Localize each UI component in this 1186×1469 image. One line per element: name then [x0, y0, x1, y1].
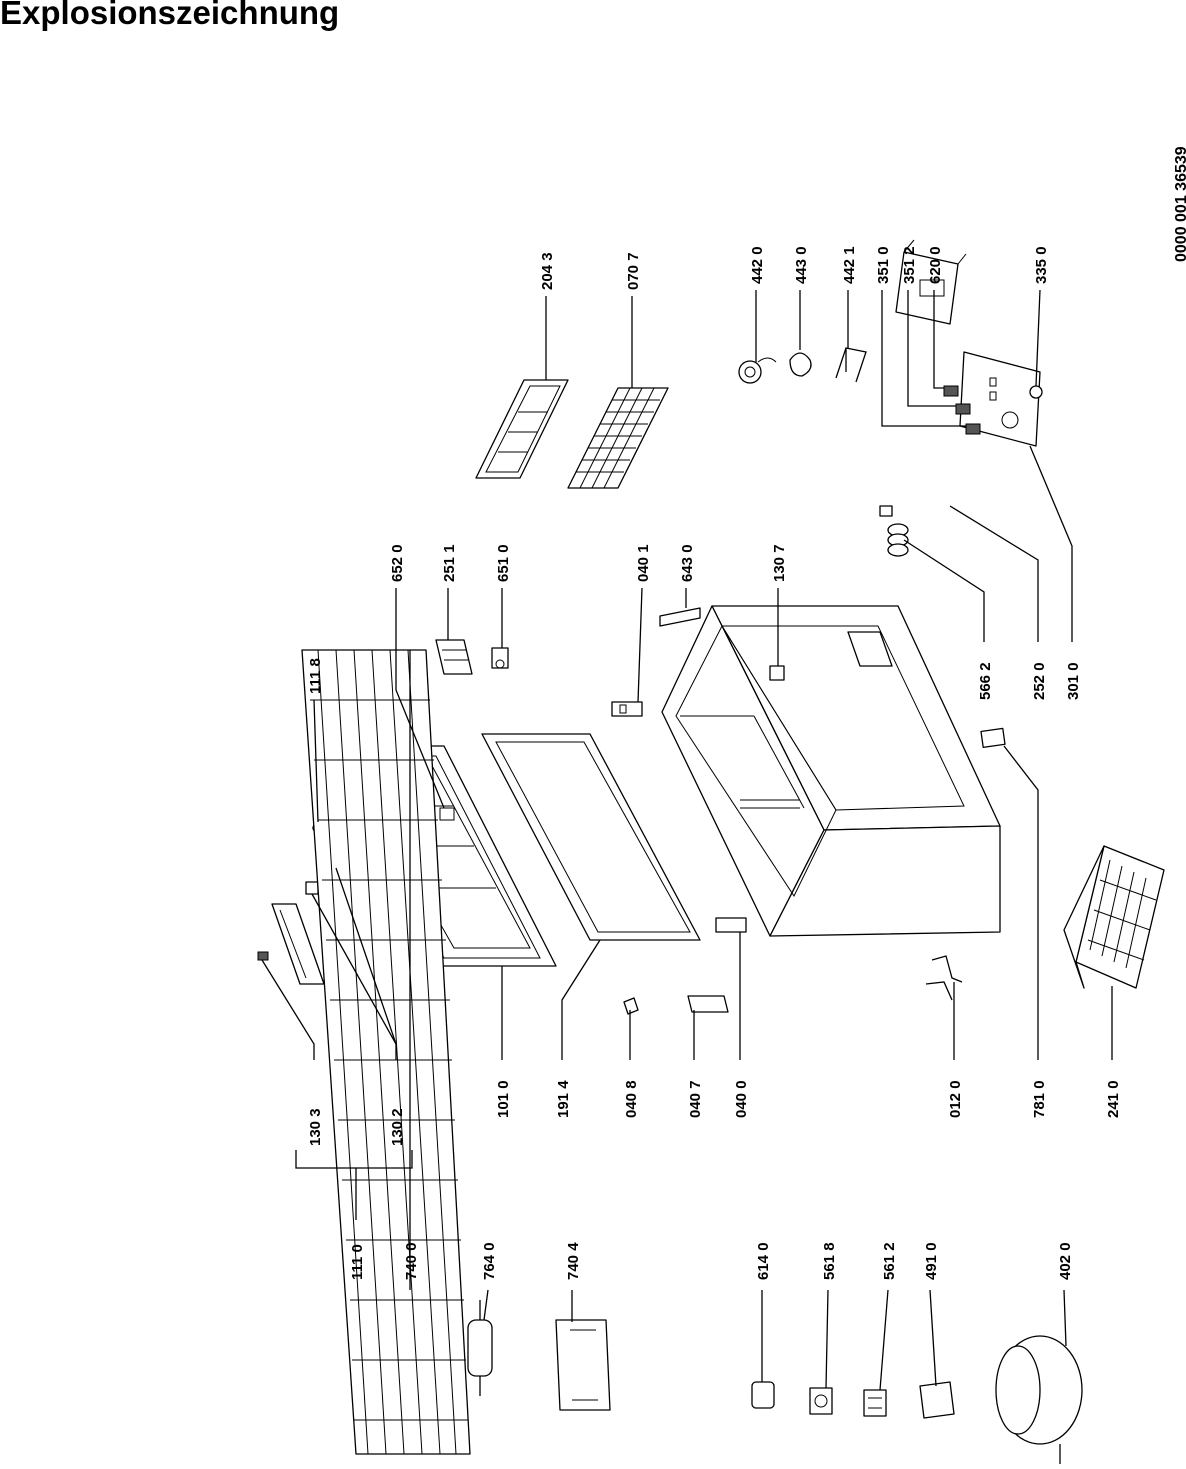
plate-part — [980, 727, 1006, 748]
condenser-part — [301, 649, 471, 1455]
switch-part — [943, 385, 981, 435]
control-panel-part — [959, 351, 1041, 447]
label-6430: 643 0 — [679, 544, 696, 582]
label-1914: 191 4 — [555, 1080, 572, 1118]
label-2410: 241 0 — [1105, 1080, 1122, 1118]
relay-part — [751, 1381, 775, 1409]
thermostat-part — [738, 357, 777, 384]
label-7810: 781 0 — [1031, 1080, 1048, 1118]
gasket-part — [481, 733, 701, 941]
label-0120: 012 0 — [947, 1080, 964, 1118]
label-1302: 130 2 — [389, 1108, 406, 1146]
foot-part — [925, 955, 963, 1001]
label-0707: 070 7 — [625, 252, 642, 290]
basket-part — [1063, 845, 1165, 989]
handle-part — [271, 903, 325, 985]
label-3512: 351 2 — [901, 246, 918, 284]
lamp-part — [1029, 385, 1043, 399]
label-5662: 566 2 — [977, 662, 994, 700]
label-0400: 040 0 — [733, 1080, 750, 1118]
label-3510: 351 0 — [875, 246, 892, 284]
label-2043: 204 3 — [539, 252, 556, 290]
label-1118: 111 8 — [307, 658, 324, 694]
starter-part — [809, 1387, 833, 1415]
label-1110: 111 0 — [349, 1244, 366, 1280]
page-title: Explosionszeichnung — [0, 0, 340, 31]
dryer-part — [467, 1300, 493, 1396]
label-4020: 402 0 — [1057, 1242, 1074, 1280]
cover-part — [919, 1381, 955, 1419]
latch-part — [769, 665, 785, 681]
label-5618: 561 8 — [821, 1242, 838, 1280]
label-4420: 442 0 — [749, 246, 766, 284]
label-7404: 740 4 — [565, 1242, 582, 1280]
label-7640: 764 0 — [481, 1242, 498, 1280]
label-0401: 040 1 — [635, 544, 652, 582]
vent-part — [435, 639, 473, 675]
label-6520: 652 0 — [389, 544, 406, 582]
label-6510: 651 0 — [495, 544, 512, 582]
knob-part — [789, 352, 812, 377]
cabinet-body — [661, 605, 1001, 937]
screw-part — [257, 951, 269, 961]
label-7400: 740 0 — [403, 1242, 420, 1280]
label-6140: 614 0 — [755, 1242, 772, 1280]
compressor-part — [995, 1335, 1083, 1464]
label-4910: 491 0 — [923, 1242, 940, 1280]
label-3010: 301 0 — [1065, 662, 1082, 700]
clip-part — [687, 995, 729, 1013]
label-2520: 252 0 — [1031, 662, 1048, 700]
label-6200: 620 0 — [927, 246, 944, 284]
terminal-part — [863, 1389, 887, 1417]
label-3350: 335 0 — [1033, 246, 1050, 284]
label-0408: 040 8 — [623, 1080, 640, 1118]
part-labels: 204 3 070 7 442 0 443 0 442 1 351 0 351 … — [307, 246, 1122, 1280]
document-number: 0000 001 36539 — [1173, 146, 1186, 262]
label-0407: 040 7 — [687, 1080, 704, 1118]
shelf-tray-part — [475, 379, 569, 479]
coil-part — [879, 505, 909, 557]
pipe-bracket-part — [555, 1319, 611, 1411]
bracket-part — [835, 347, 867, 383]
grille-part — [567, 387, 669, 489]
housing-part — [895, 239, 967, 325]
label-1010: 101 0 — [495, 1080, 512, 1118]
label-5612: 561 2 — [881, 1242, 898, 1280]
hinge-top-part — [611, 701, 643, 717]
leader-lines — [261, 289, 1113, 1391]
label-4430: 443 0 — [793, 246, 810, 284]
label-1307: 130 7 — [771, 544, 788, 582]
label-4421: 442 1 — [841, 246, 858, 284]
strip-part — [659, 607, 701, 627]
label-2511: 251 1 — [441, 544, 458, 582]
lock-cylinder-part — [305, 881, 319, 895]
pin-part — [623, 997, 639, 1015]
label-1303: 130 3 — [307, 1108, 324, 1146]
connector-part — [491, 647, 509, 669]
hinge-bottom-part — [715, 917, 747, 933]
